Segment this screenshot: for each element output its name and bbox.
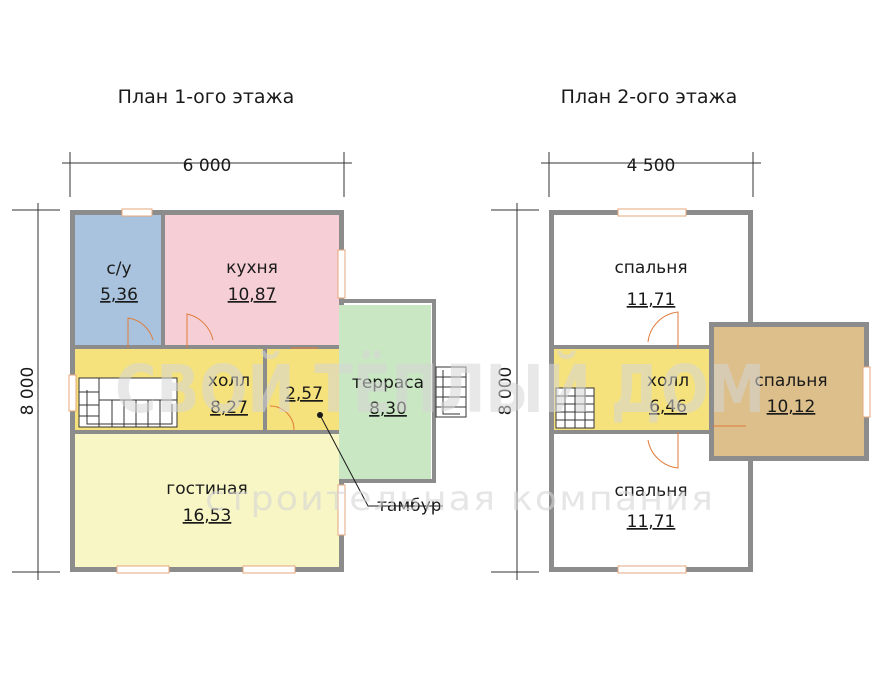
bathroom-name: с/у — [106, 259, 131, 279]
room-kitchen — [163, 215, 339, 348]
floor2-plan: План 2-ого этажа 4 500 8 000 — [491, 86, 871, 580]
kitchen-area: 10,87 — [228, 285, 277, 305]
bedroom-top-area: 11,71 — [627, 290, 676, 310]
floor1-stairs — [78, 377, 178, 428]
floor1-doors — [127, 313, 318, 431]
tambur-area: 2,57 — [285, 384, 323, 404]
tambur-callout-label: тамбур — [377, 496, 441, 516]
floor2-width-label: 4 500 — [627, 156, 676, 176]
floor2-title: План 2-ого этажа — [561, 86, 738, 108]
floor2-windows — [617, 208, 871, 574]
floor1-height-dimension — [12, 203, 60, 580]
watermark-title: СВОЙ ТЁПЛЫЙ ДОМ — [115, 350, 765, 428]
hall1-area: 8,27 — [210, 398, 248, 418]
hall2-area: 6,46 — [649, 397, 687, 417]
floor1-width-dimension — [62, 152, 352, 197]
watermark-subtitle: строительная компания — [205, 479, 715, 519]
terrace-steps — [435, 366, 467, 418]
bedroom-bottom-area: 11,71 — [627, 512, 676, 532]
room-bedroom-right — [714, 327, 864, 456]
terrace-name: терраса — [352, 373, 424, 393]
living-name: гостиная — [166, 479, 247, 499]
bedroom-right-name: спальня — [754, 371, 827, 391]
floor1-width-label: 6 000 — [183, 156, 232, 176]
room-living — [75, 432, 339, 567]
kitchen-name: кухня — [226, 258, 278, 278]
bedroom-bottom-name: спальня — [614, 481, 687, 501]
tambur-callout — [317, 412, 443, 507]
bedroom-right-area: 10,12 — [767, 397, 816, 417]
room-bathroom — [75, 215, 163, 348]
bedroom-top-name: спальня — [614, 258, 687, 278]
terrace-area: 8,30 — [369, 399, 407, 419]
room-terrace — [339, 305, 431, 481]
floor1-title: План 1-ого этажа — [118, 86, 295, 108]
watermark: СВОЙ ТЁПЛЫЙ ДОМ строительная компания — [115, 350, 765, 519]
floor1-plan: План 1-ого этажа 6 000 8 000 — [12, 86, 467, 580]
floor2-height-label: 8 000 — [496, 367, 516, 416]
hall1-name: холл — [208, 371, 250, 391]
floor2-width-dimension — [541, 152, 761, 197]
floor1-windows — [68, 208, 346, 574]
bathroom-area: 5,36 — [100, 285, 138, 305]
floor2-doors — [647, 311, 746, 469]
hall2-name: холл — [647, 371, 689, 391]
floor2-height-dimension — [491, 203, 539, 580]
living-area: 16,53 — [183, 506, 232, 526]
floor2-stairs — [555, 387, 595, 429]
floor1-height-label: 8 000 — [18, 367, 38, 416]
